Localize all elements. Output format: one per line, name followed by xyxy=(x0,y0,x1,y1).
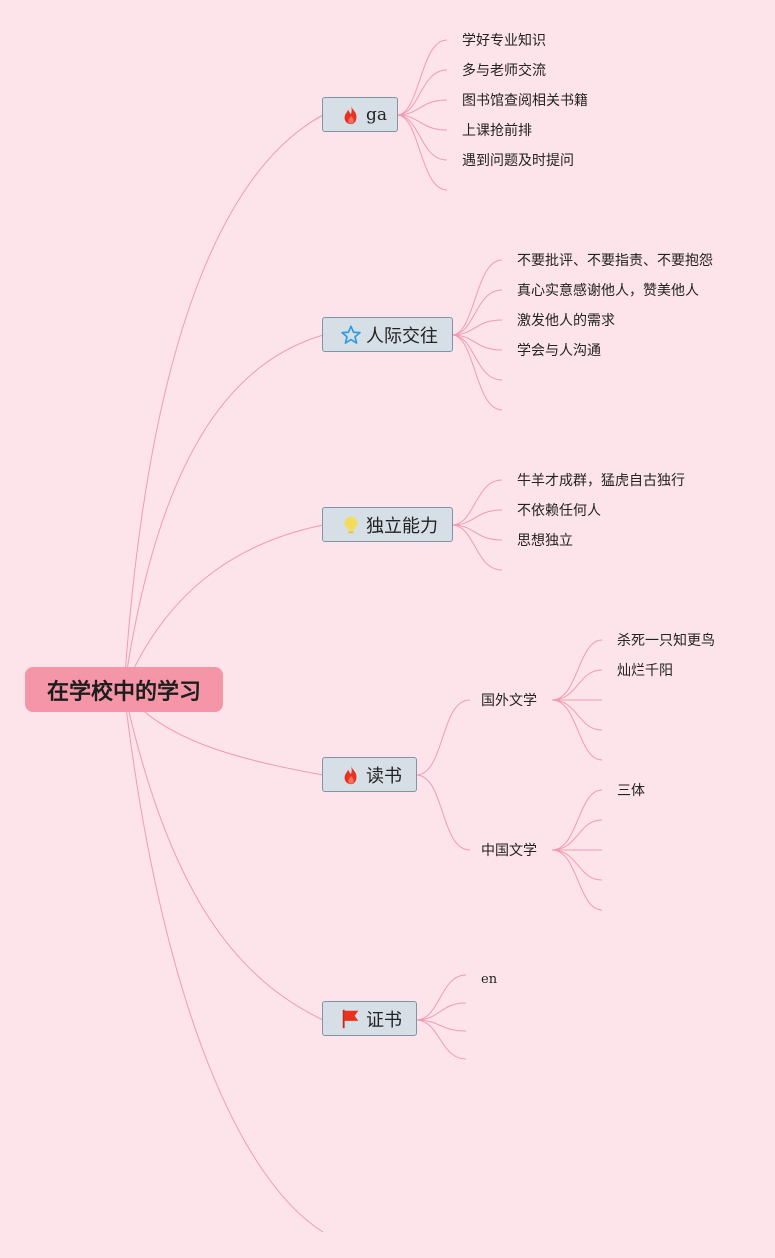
foreign-lit-connectors xyxy=(551,639,603,761)
leaf-item[interactable]: 学会与人沟通 xyxy=(517,343,601,359)
root-connectors xyxy=(123,114,324,1233)
topic-ga-label: ga xyxy=(366,104,388,125)
subtopic-foreign-literature[interactable]: 国外文学 xyxy=(481,693,537,709)
leaf-item[interactable]: 图书馆查阅相关书籍 xyxy=(462,93,588,109)
leaf-item[interactable]: 学好专业知识 xyxy=(462,33,546,49)
root-topic-label: 在学校中的学习 xyxy=(46,679,201,705)
leaf-item[interactable]: 思想独立 xyxy=(517,533,573,549)
leaf-item[interactable]: 激发他人的需求 xyxy=(517,313,615,329)
topic-reading[interactable]: 读书 xyxy=(322,757,417,792)
topic-social[interactable]: 人际交往 xyxy=(322,317,453,352)
topic-independence[interactable]: 独立能力 xyxy=(322,507,453,542)
leaf-item[interactable]: 真心实意感谢他人，赞美他人 xyxy=(517,283,699,299)
chinese-lit-connectors xyxy=(551,789,603,911)
leaf-item[interactable]: 多与老师交流 xyxy=(462,63,546,79)
fire-icon xyxy=(344,105,357,124)
leaf-item[interactable]: 灿烂千阳 xyxy=(617,663,673,679)
leaf-item[interactable]: 遇到问题及时提问 xyxy=(462,153,574,169)
leaf-item[interactable]: 不要批评、不要指责、不要抱怨 xyxy=(517,253,713,269)
star-icon xyxy=(341,324,361,344)
subtopic-chinese-literature[interactable]: 中国文学 xyxy=(481,843,537,859)
leaf-item[interactable]: 牛羊才成群，猛虎自古独行 xyxy=(517,473,685,489)
leaf-item[interactable]: 不依赖任何人 xyxy=(517,503,601,519)
social-connectors xyxy=(451,259,503,411)
leaf-item[interactable]: 上课抢前排 xyxy=(462,123,532,139)
topic-certificate-label: 证书 xyxy=(366,1009,402,1031)
leaf-item[interactable]: 三体 xyxy=(617,783,645,799)
reading-connectors xyxy=(415,699,471,851)
topic-independence-label: 独立能力 xyxy=(366,515,438,537)
leaf-item[interactable]: en xyxy=(481,972,498,987)
topic-certificate[interactable]: 证书 xyxy=(322,1001,417,1036)
topic-reading-label: 读书 xyxy=(366,765,402,787)
topic-social-label: 人际交往 xyxy=(366,325,438,347)
flag-icon xyxy=(342,1009,359,1028)
leaf-item[interactable]: 杀死一只知更鸟 xyxy=(617,633,715,649)
topic-ga[interactable]: ga xyxy=(322,97,398,132)
fire-icon xyxy=(344,765,357,784)
independence-connectors xyxy=(451,479,503,571)
certificate-connectors xyxy=(415,974,467,1060)
ga-connectors xyxy=(396,39,448,191)
lightbulb-icon xyxy=(344,516,358,533)
root-topic[interactable]: 在学校中的学习 xyxy=(25,667,223,712)
